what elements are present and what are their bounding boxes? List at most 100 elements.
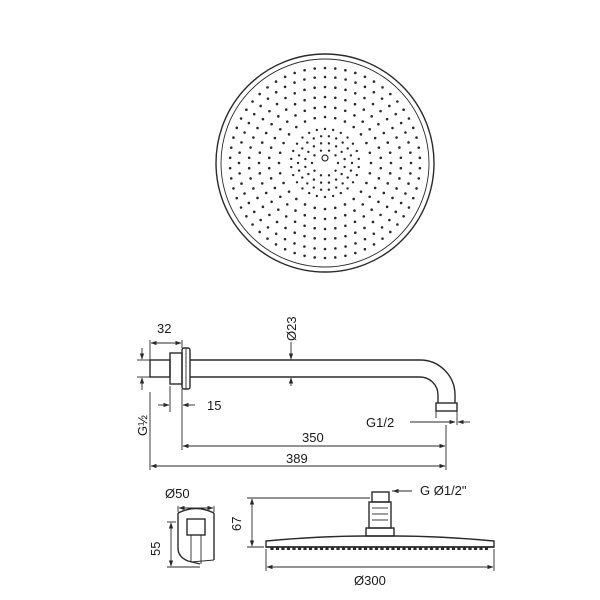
nozzle-dot xyxy=(344,68,347,72)
arm-pipe-bottom xyxy=(190,376,439,403)
nozzle-dot xyxy=(319,188,323,191)
nozzle-dot xyxy=(283,247,287,251)
nozzle-dot xyxy=(323,105,327,109)
nozzle-dot xyxy=(293,242,296,245)
nozzle-dot xyxy=(396,223,399,226)
nozzle-dot xyxy=(334,169,337,172)
nozzle-dot xyxy=(418,156,422,160)
nozzle-dot xyxy=(249,177,252,180)
head-connector-nut xyxy=(371,491,390,503)
nozzle-bump xyxy=(440,547,445,550)
nozzle-dot xyxy=(388,172,392,175)
nozzle-dot xyxy=(261,205,265,209)
nozzle-dot xyxy=(341,182,344,185)
nozzle-dot xyxy=(394,210,398,214)
nozzle-dot xyxy=(334,96,337,100)
nozzle-dot xyxy=(344,88,347,92)
nozzle-dot xyxy=(323,207,327,211)
nozzle-dot xyxy=(344,98,347,102)
nozzle-bump xyxy=(457,547,461,550)
nozzle-dot xyxy=(313,76,316,79)
nozzle-dot xyxy=(240,141,243,144)
nozzle-dot xyxy=(380,226,384,229)
nozzle-dot xyxy=(284,108,288,111)
nozzle-dot xyxy=(368,151,372,155)
nozzle-dot xyxy=(303,213,307,217)
nozzle-dot xyxy=(389,230,392,234)
nozzle-dot xyxy=(313,247,316,250)
nozzle-dot xyxy=(274,232,278,236)
nozzle-dot xyxy=(339,131,342,135)
nozzle-bump xyxy=(270,547,274,550)
nozzle-dot xyxy=(395,136,398,139)
nozzle-dot xyxy=(363,75,367,79)
nozzle-dot xyxy=(294,114,297,117)
nozzle-dot xyxy=(275,102,279,106)
nozzle-dot xyxy=(351,181,355,184)
nozzle-bump xyxy=(325,547,329,550)
nozzle-dot xyxy=(239,206,243,209)
nozzle-dot xyxy=(323,66,327,70)
nozzle-dot xyxy=(282,181,285,185)
nozzle-dot xyxy=(411,196,415,200)
nozzle-dot xyxy=(357,165,360,169)
nozzle-dot xyxy=(409,161,413,165)
nozzle-dot xyxy=(363,96,366,100)
nozzle-dot xyxy=(372,243,376,246)
nozzle-dot xyxy=(343,109,347,113)
nozzle-dot xyxy=(313,116,317,120)
nozzle-dot xyxy=(388,104,391,108)
nozzle-dot xyxy=(415,136,418,139)
nozzle-dot xyxy=(251,100,254,103)
nozzle-dot xyxy=(267,166,271,170)
nozzle-dot xyxy=(396,100,399,103)
nozzle-dot xyxy=(295,142,299,145)
nozzle-dot xyxy=(258,151,262,154)
nozzle-dot xyxy=(380,97,384,100)
nozzle-dot xyxy=(357,157,360,161)
nozzle-bump xyxy=(286,547,291,550)
nozzle-dot xyxy=(361,203,365,206)
nozzle-dot xyxy=(354,242,357,245)
nozzle-dot xyxy=(313,216,317,220)
nozzle-dot xyxy=(398,177,401,180)
center-nozzle xyxy=(321,154,329,162)
nozzle-dot xyxy=(377,177,381,180)
nozzle-dot xyxy=(343,157,346,161)
nozzle-dot xyxy=(270,122,273,126)
nozzle-dot xyxy=(344,245,347,248)
nozzle-dot xyxy=(335,186,338,189)
nozzle-dot xyxy=(259,104,262,108)
nozzle-bump xyxy=(479,547,483,550)
nozzle-dot xyxy=(389,161,393,165)
nozzle-dot xyxy=(418,166,422,170)
nozzle-dot xyxy=(312,145,316,148)
nozzle-dot xyxy=(237,161,241,165)
nozzle-dot xyxy=(368,171,372,175)
nozzle-dot xyxy=(353,114,356,117)
nozzle-dot xyxy=(293,91,297,95)
nozzle-dot xyxy=(343,213,347,217)
nozzle-dot xyxy=(354,71,357,75)
nozzle-dot xyxy=(327,142,331,145)
nozzle-dot xyxy=(385,117,389,121)
nozzle-dot xyxy=(293,251,296,255)
nozzle-dot xyxy=(407,141,410,144)
nozzle-dot xyxy=(333,106,337,110)
nozzle-dot xyxy=(292,173,295,177)
nozzle-dot xyxy=(382,131,386,135)
nozzle-dot xyxy=(377,200,380,204)
nozzle-bump xyxy=(418,547,423,550)
nozzle-dot xyxy=(278,171,282,175)
nozzle-dot xyxy=(232,136,235,139)
nozzle-dot xyxy=(371,102,375,106)
nozzle-dot xyxy=(394,112,398,116)
nozzle-dot xyxy=(258,172,262,175)
nozzle-dot xyxy=(323,217,327,221)
nozzle-dot xyxy=(313,206,317,210)
nozzle-dot xyxy=(245,215,248,218)
nozzle-dot xyxy=(313,106,317,110)
nozzle-dot xyxy=(343,120,347,123)
head-connector-base xyxy=(365,527,395,537)
nozzle-dot xyxy=(301,187,304,190)
